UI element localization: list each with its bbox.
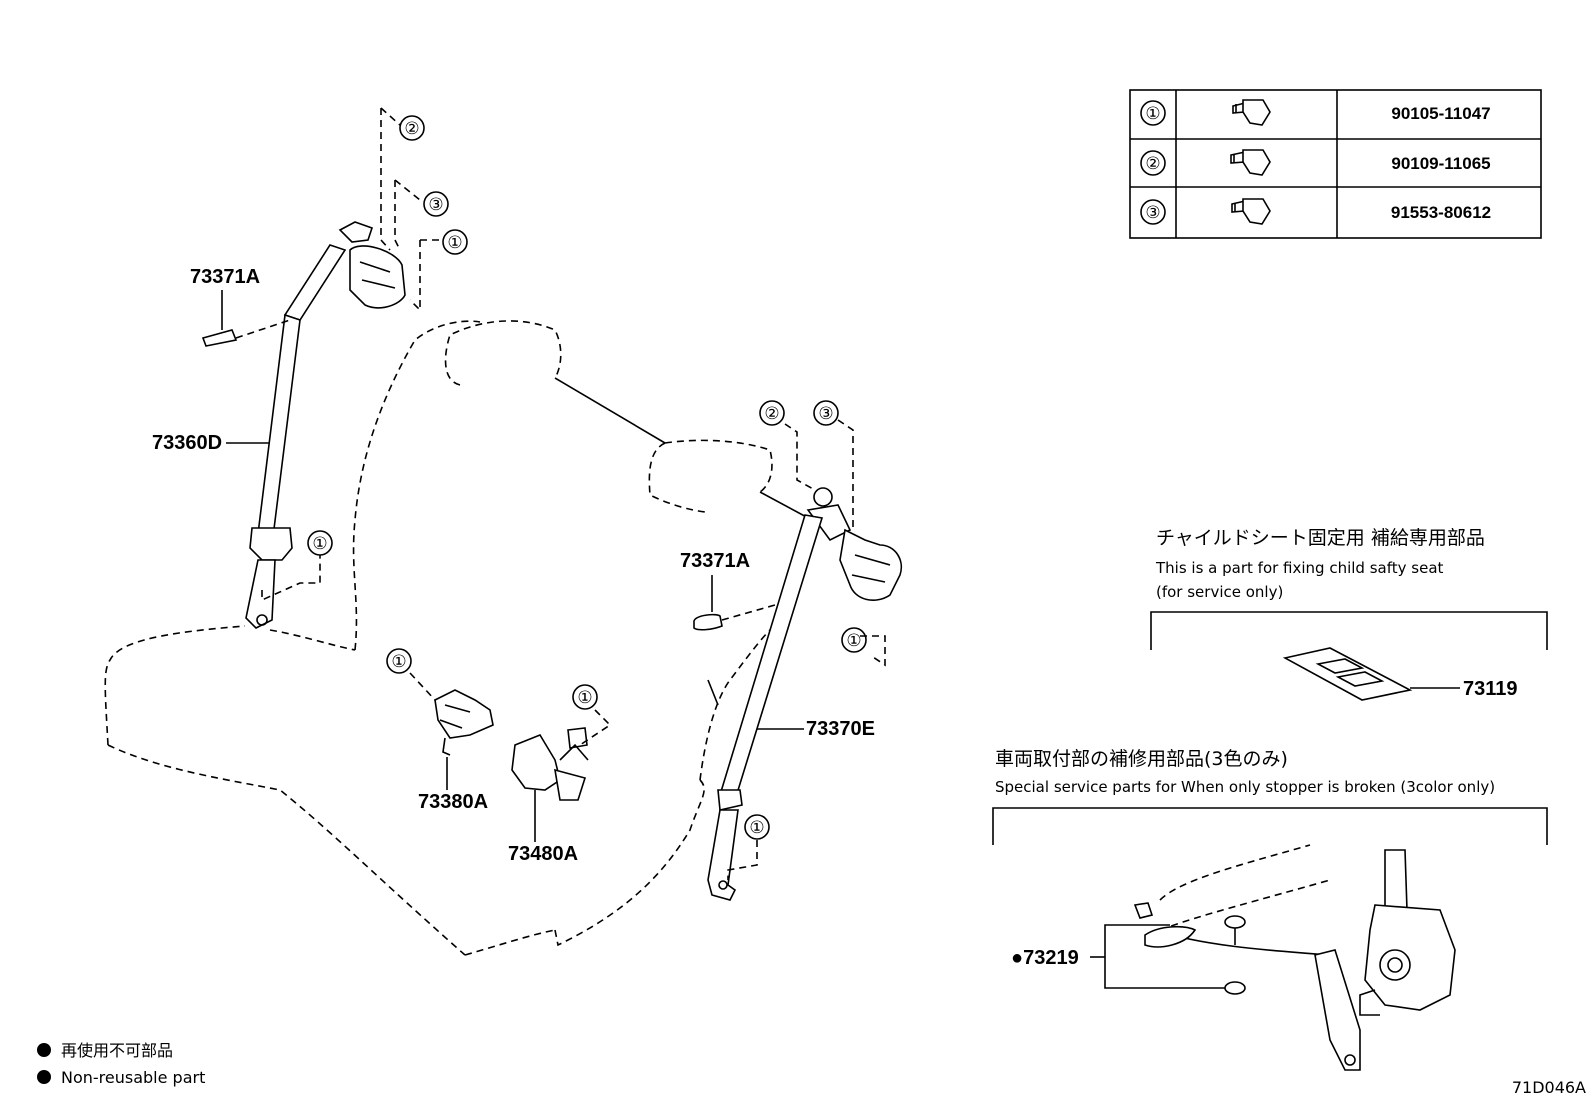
right-shoulder-belt-assembly [707,487,902,901]
callout-2-right: ② [764,404,779,424]
stopper-note-en: Special service parts for When only stop… [995,778,1495,796]
stopper-detail-drawing [1133,844,1456,1071]
legend-jp: 再使用不可部品 [61,1041,173,1060]
part-labels: 73371A 73360D 73371A 73370E 73380A 73480… [152,266,875,865]
label-73480A: 73480A [508,843,578,865]
label-73360D: 73360D [152,432,222,454]
child-seat-note-en1: This is a part for fixing child safty se… [1155,559,1444,577]
legend-en: Non-reusable part [61,1068,205,1087]
buckle-73480A [511,709,612,842]
callout-circles: ② ③ ① ① ① ① ② ③ ① ① [307,115,867,840]
child-seat-note-jp: チャイルドシート固定用 補給専用部品 [1156,527,1485,549]
legend: 再使用不可部品 Non-reusable part [37,1041,205,1087]
diagram-code: 71D046A [1512,1078,1586,1097]
bolt-icon [1232,99,1271,126]
bolt-row-2: ② 90109-11065 [1140,149,1491,176]
non-reusable-bullet-icon [37,1070,51,1084]
bolt-part-number-2: 90109-11065 [1391,154,1490,173]
left-shoulder-belt-assembly [245,221,406,629]
label-73370E: 73370E [806,718,875,740]
child-seat-bracket-73119 [1282,647,1413,701]
bolt-part-number-3: 91553-80612 [1391,203,1491,222]
label-73219: ●73219 [1011,947,1079,969]
stopper-note-jp: 車両取付部の補修用部品(3色のみ) [995,748,1288,770]
bolt-row-1: ① 90105-11047 [1140,99,1491,126]
callout-1-buckle-right: ① [577,688,592,708]
right-cover-73371A [693,575,776,631]
rear-seat-outline [104,320,813,956]
callout-1-left-bottom: ① [312,534,327,554]
bolt-icon [1231,198,1271,225]
bolt-icon [1230,149,1271,176]
left-cover-73371A [201,290,291,347]
non-reusable-bullet-icon [37,1043,51,1057]
child-seat-note-en2: (for service only) [1156,583,1283,601]
callout-3-left: ③ [428,195,443,215]
bolt-ref-2: ② [1145,154,1160,174]
label-73119: 73119 [1463,678,1518,700]
label-73380A: 73380A [418,791,488,813]
right-bolt-leaders [727,419,886,880]
bolt-part-number-1: 90105-11047 [1391,104,1490,123]
bolt-ref-3: ③ [1145,203,1160,223]
stopper-section: 車両取付部の補修用部品(3色のみ) Special service parts … [992,748,1548,1071]
child-seat-section: チャイルドシート固定用 補給専用部品 This is a part for fi… [1150,527,1548,701]
callout-1-right-bottom: ① [749,818,764,838]
left-bolt-leaders [261,107,440,602]
callout-1-right-mid: ① [846,631,861,651]
label-73371A-right: 73371A [680,550,750,572]
bolt-table: ① 90105-11047 ② 90109-11065 ③ [1129,89,1542,239]
bolt-row-3: ③ 91553-80612 [1140,198,1491,225]
callout-1-left-top: ① [447,233,462,253]
buckle-73380A [409,672,494,790]
callout-1-buckle-left: ① [391,652,406,672]
label-73371A-left: 73371A [190,266,260,288]
bolt-ref-1: ① [1145,104,1160,124]
callout-2-left: ② [404,119,419,139]
callout-3-right: ③ [818,404,833,424]
